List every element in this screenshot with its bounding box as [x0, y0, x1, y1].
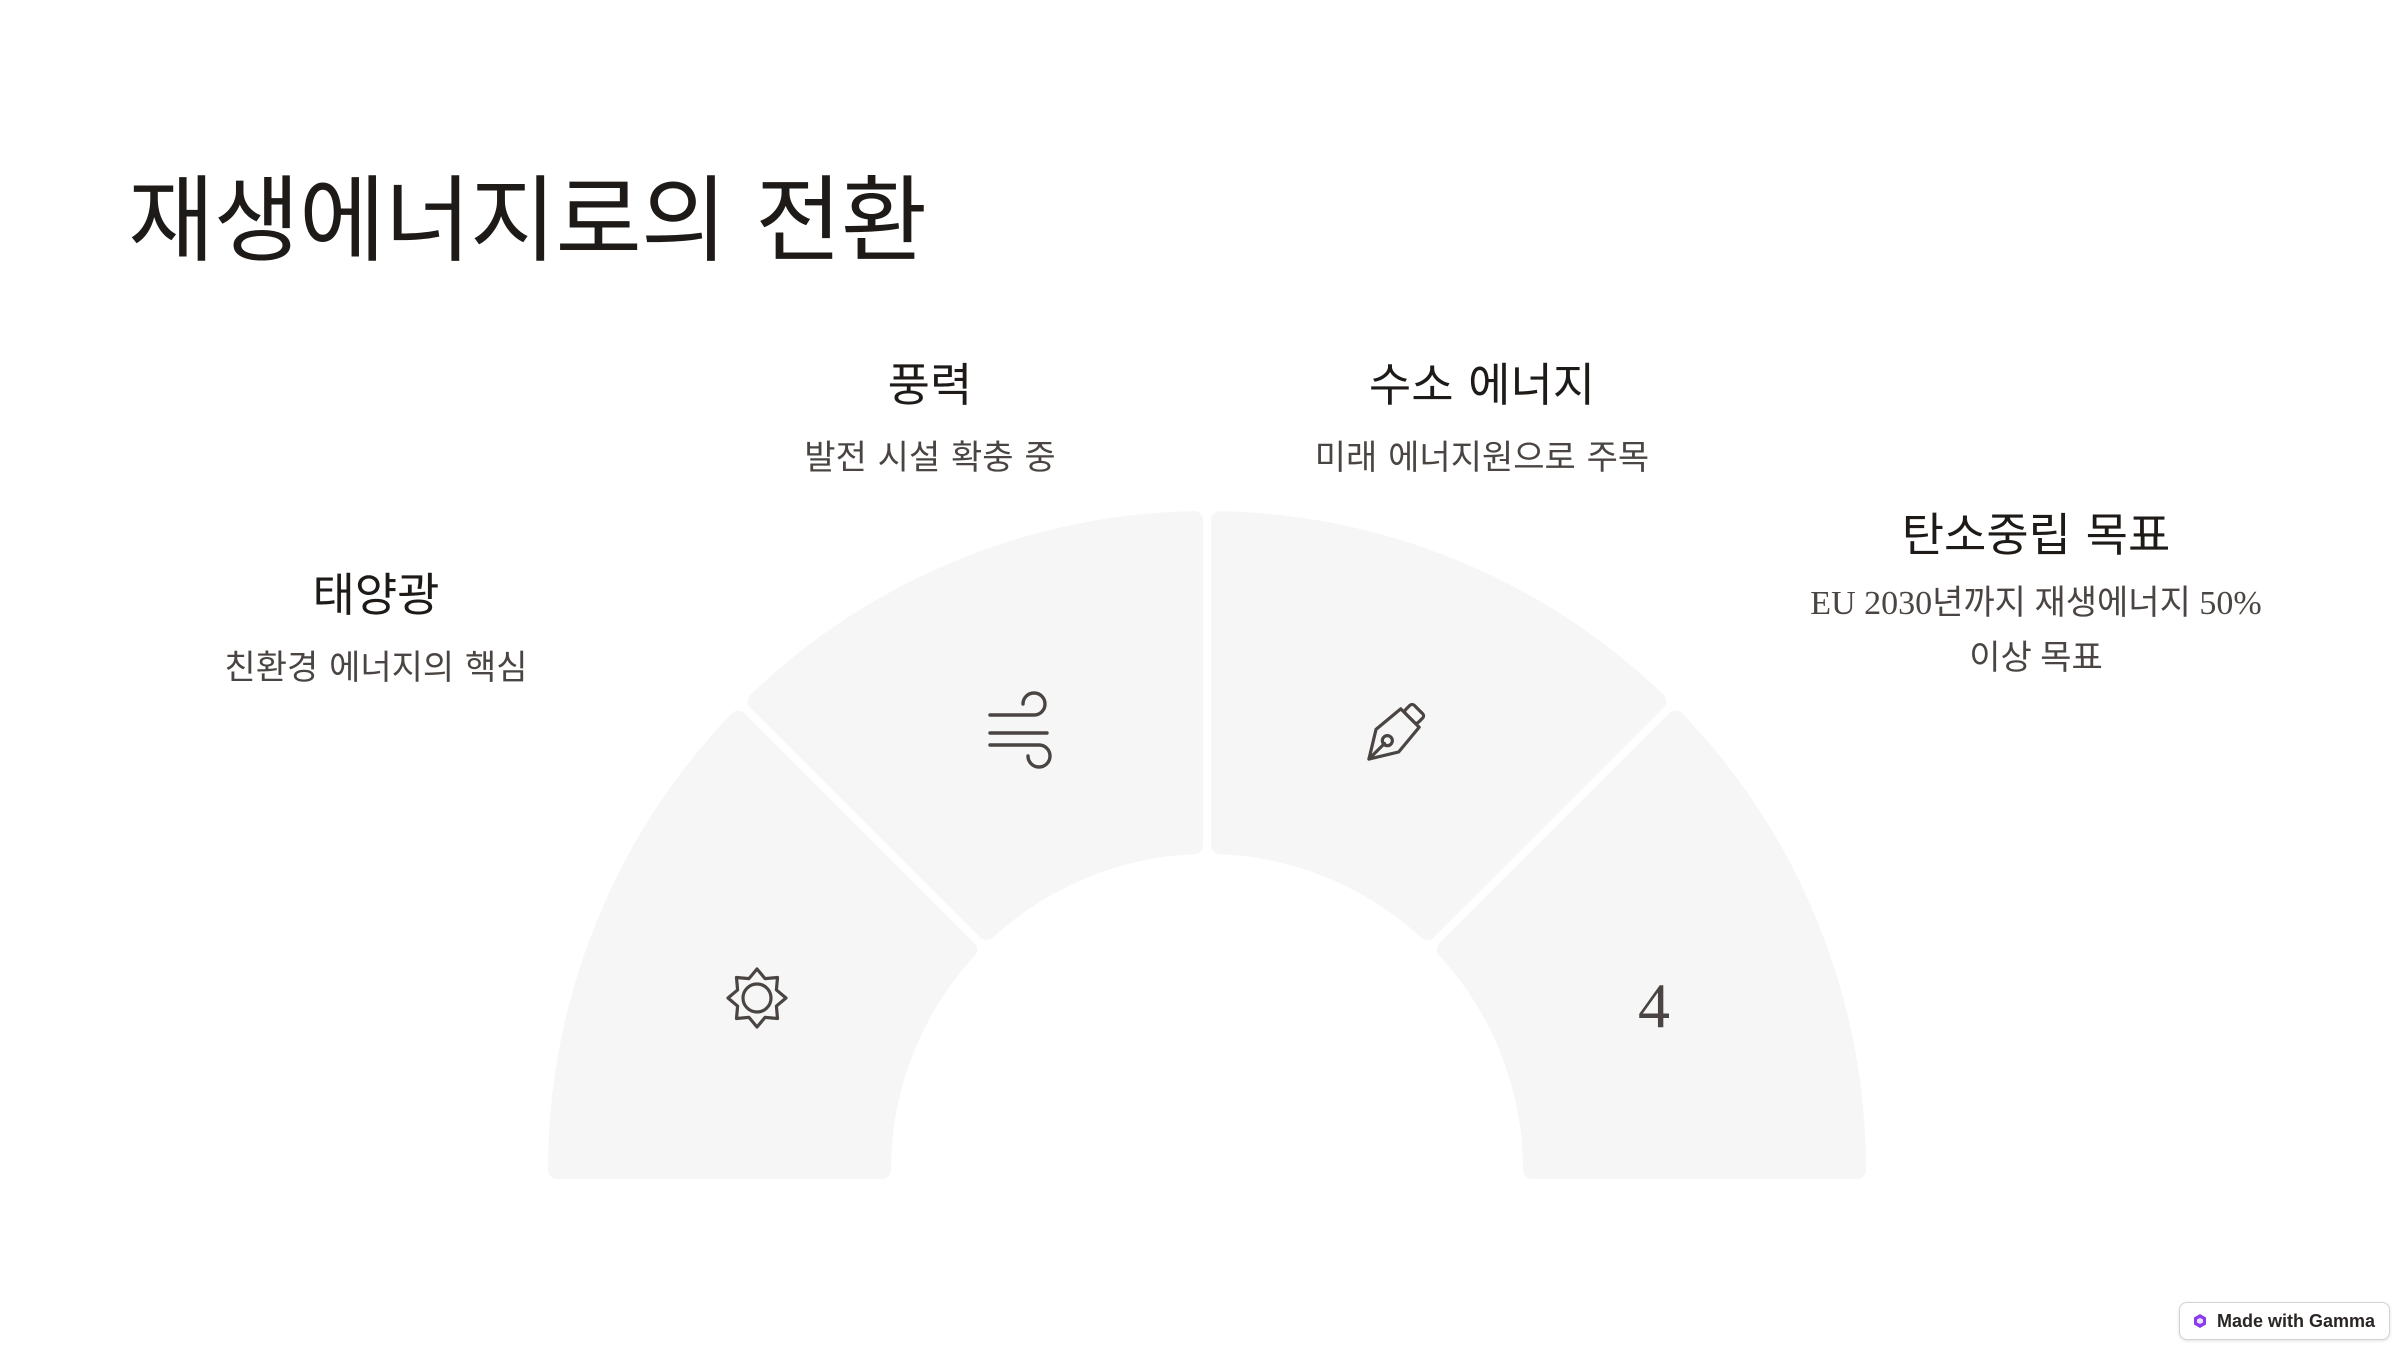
stage-solar-description: 친환경 에너지의 핵심 [224, 648, 528, 689]
stage-hydrogen-heading: 수소 에너지 [1368, 358, 1596, 412]
stage-carbon-heading: 탄소중립 목표 [1901, 508, 2171, 562]
sun-icon [726, 967, 788, 1029]
pen-nib-icon [1367, 702, 1426, 761]
made-with-gamma-badge[interactable]: Made with Gamma [2178, 1302, 2390, 1340]
stage-carbon-neutral: 탄소중립 목표 EU 2030년까지 재생에너지 50% 이상 목표 [1756, 508, 2316, 686]
stage-carbon-description-line1: EU 2030년까지 재생에너지 50% [1810, 585, 2262, 623]
slide-title: 재생에너지로의 전환 [128, 167, 927, 276]
stage-wind-heading: 풍력 [887, 358, 973, 412]
diagram-segments [548, 511, 1866, 1179]
stage-4-marker: 4 [1638, 970, 1670, 1041]
gamma-logo-icon [2193, 1314, 2206, 1328]
stage-solar: 태양광 친환경 에너지의 핵심 [96, 568, 656, 696]
segment-wind [747, 511, 1203, 941]
segment-carbon [1436, 710, 1866, 1179]
made-with-gamma-label: Made with Gamma [2216, 1310, 2375, 1331]
segment-hydrogen [1211, 511, 1667, 941]
segment-solar [548, 710, 978, 1179]
wind-icon [988, 691, 1052, 769]
stage-solar-heading: 태양광 [312, 568, 440, 622]
stage-hydrogen: 수소 에너지 미래 에너지원으로 주목 [1202, 358, 1762, 486]
stage-wind-description: 발전 시설 확충 중 [804, 438, 1056, 479]
stage-carbon-description: EU 2030년까지 재생에너지 50% 이상 목표 [1756, 577, 2316, 686]
stage-hydrogen-description: 미래 에너지원으로 주목 [1314, 438, 1650, 479]
stage-carbon-description-line2: 이상 목표 [1969, 639, 2103, 677]
stage-wind: 풍력 발전 시설 확충 중 [650, 358, 1210, 486]
